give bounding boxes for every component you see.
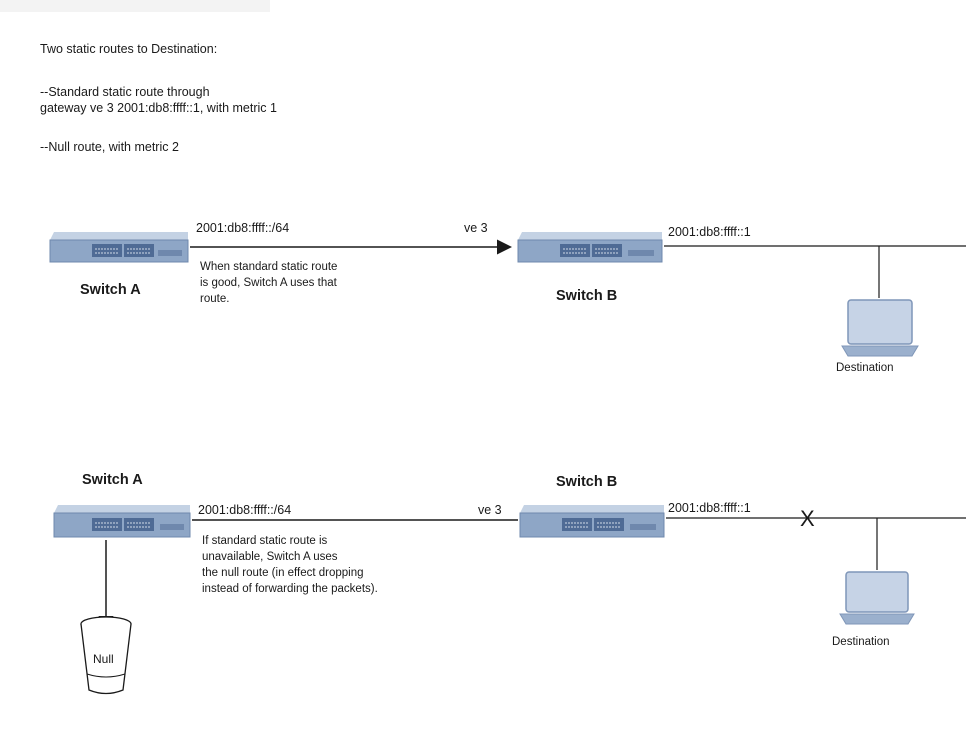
intro-title: Two static routes to Destination:	[40, 42, 218, 56]
top-gateway-label: 2001:db8:ffff::1	[668, 225, 751, 239]
intro-route2: --Null route, with metric 2	[40, 140, 179, 154]
bottom-note-line2: unavailable, Switch A uses	[202, 551, 338, 563]
bottom-note-line1: If standard static route is	[202, 535, 328, 547]
bottom-gateway-label: 2001:db8:ffff::1	[668, 501, 751, 515]
destination-bottom-laptop-icon	[839, 571, 915, 625]
intro-route1-line1: --Standard static route through	[40, 85, 210, 99]
switch-b-bottom-icon	[519, 505, 665, 538]
top-fade-band	[0, 0, 270, 12]
top-interface-label: ve 3	[464, 221, 488, 235]
bottom-destination-label: Destination	[832, 636, 890, 648]
top-note-line2: is good, Switch A uses that	[200, 277, 337, 289]
switch-a-top-icon	[49, 232, 189, 263]
bottom-note-line3: the null route (in effect dropping	[202, 567, 364, 579]
top-note-line1: When standard static route	[200, 261, 338, 273]
null-bin-icon	[80, 616, 132, 695]
top-subnet-label: 2001:db8:ffff::/64	[196, 221, 290, 235]
switch-b-top-icon	[517, 232, 663, 263]
bottom-subnet-label: 2001:db8:ffff::/64	[198, 503, 292, 517]
bottom-interface-label: ve 3	[478, 503, 502, 517]
top-switch-a-label: Switch A	[80, 282, 141, 298]
top-destination-label: Destination	[836, 362, 894, 374]
intro-route1-line2: gateway ve 3 2001:db8:ffff::1, with metr…	[40, 101, 277, 115]
null-bin-label: Null	[93, 652, 114, 666]
destination-top-laptop-icon	[841, 299, 919, 357]
switch-a-bottom-icon	[53, 505, 191, 538]
top-note-line3: route.	[200, 293, 230, 305]
bottom-note-line4: instead of forwarding the packets).	[202, 583, 378, 595]
bottom-switch-b-label: Switch B	[556, 474, 618, 490]
link-failure-mark: X	[800, 506, 815, 531]
top-switch-b-label: Switch B	[556, 288, 618, 304]
bottom-switch-a-label: Switch A	[82, 472, 143, 488]
